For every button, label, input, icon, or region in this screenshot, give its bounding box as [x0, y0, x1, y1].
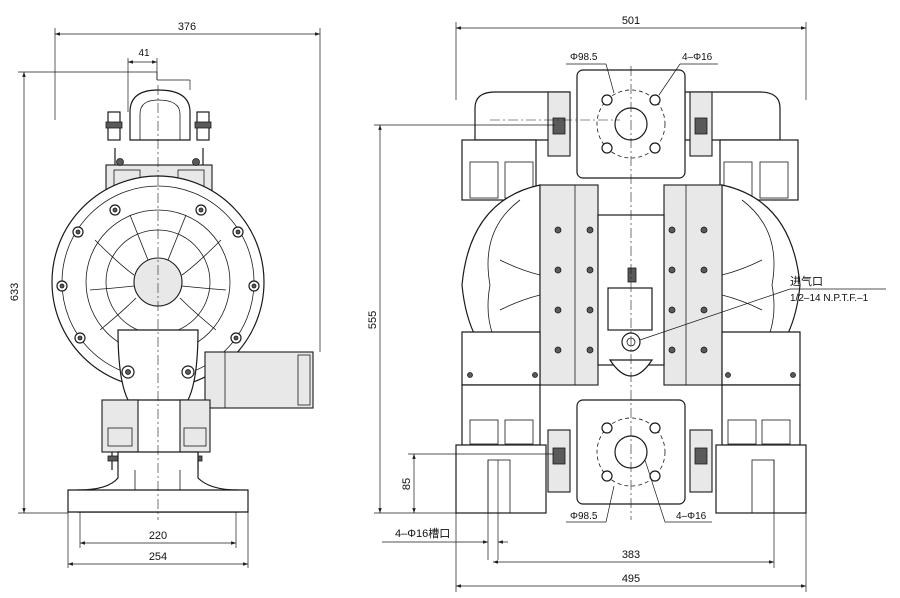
dim-side-base-outer: 254 [149, 551, 167, 563]
label-slot-holes: 4–Φ16槽口 [395, 527, 450, 540]
dim-front-inlet-height: 555 [367, 311, 379, 329]
label-air-inlet-thread: 1/2–14 N.P.T.F.–1 [790, 293, 869, 304]
dim-side-height: 633 [9, 283, 21, 301]
dim-front-base-width: 495 [622, 573, 640, 585]
label-air-inlet: 进气口 [790, 274, 823, 288]
dim-side-width: 376 [178, 21, 196, 33]
dim-side-base-inner: 220 [149, 530, 167, 542]
dim-front-outlet-height: 85 [401, 478, 413, 490]
label-top-flange-dia: Φ98.5 [570, 52, 598, 63]
dim-front-foot-span: 383 [622, 549, 640, 561]
front-view-dimensions: 501 555 85 4–Φ16槽口 383 495 Φ98.5 4–Φ16 [367, 15, 886, 592]
label-bottom-flange-dia: Φ98.5 [570, 511, 598, 522]
front-view [455, 66, 807, 520]
side-view-dimensions: 376 41 633 220 254 [9, 21, 321, 568]
side-view [51, 85, 314, 520]
dim-side-offset: 41 [138, 48, 150, 59]
label-top-flange-holes: 4–Φ16 [682, 52, 713, 63]
dim-front-width: 501 [622, 15, 640, 27]
label-bottom-flange-holes: 4–Φ16 [676, 511, 707, 522]
